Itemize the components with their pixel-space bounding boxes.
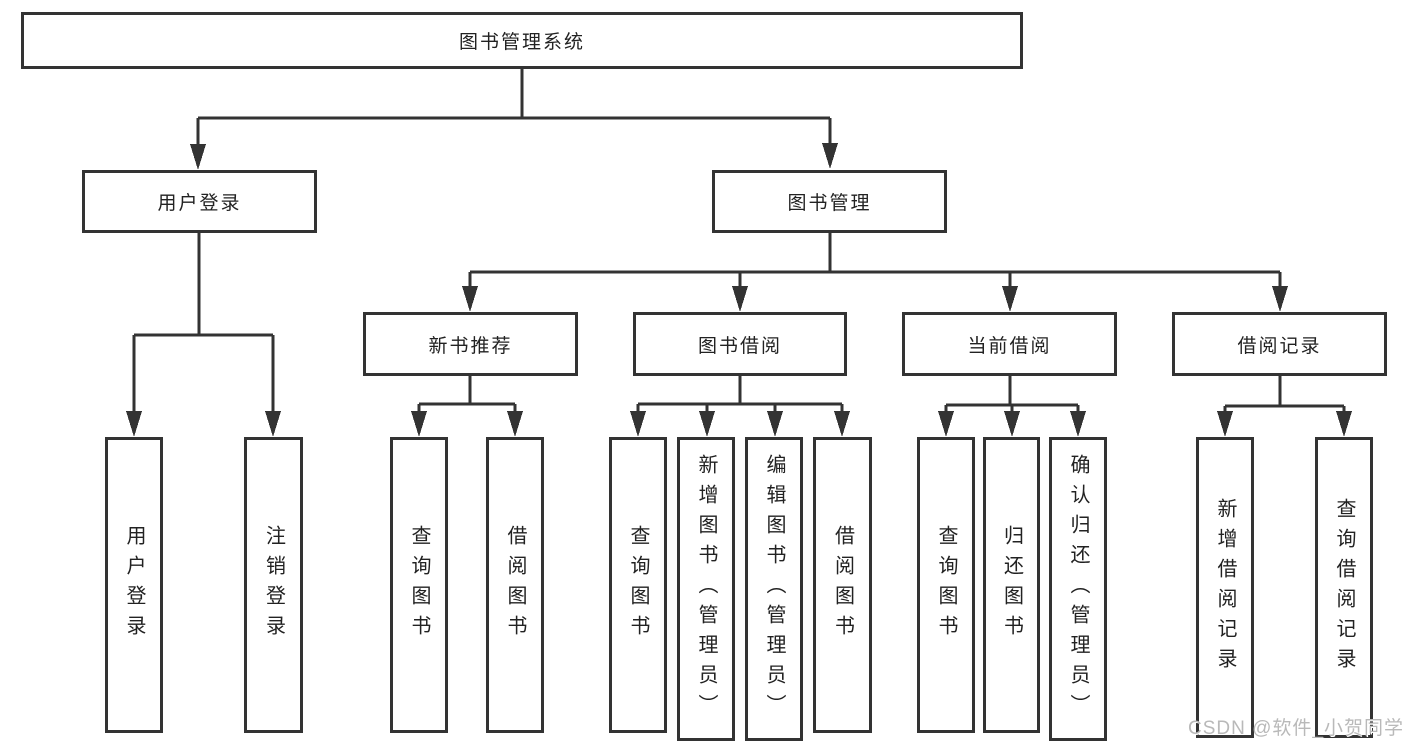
node-label: 编辑图书（管理员） [763, 454, 785, 724]
node-label: 图书借阅 [697, 335, 782, 357]
node-label: 确认归还（管理员） [1067, 454, 1089, 724]
connector-borrow-records [1217, 376, 1352, 437]
leaf-query-borrow-record: 查询借阅记录 [1315, 437, 1373, 738]
connector-book-borrow [630, 376, 850, 437]
connector-new-book-recommend [411, 376, 523, 437]
node-label: 借阅记录 [1237, 335, 1322, 357]
node-label: 图书管理 [787, 193, 872, 214]
leaf-borrow-book-2: 借阅图书 [813, 437, 872, 733]
node-label: 归还图书 [1000, 525, 1023, 645]
node-label: 查询借阅记录 [1333, 497, 1355, 678]
leaf-query-book-2: 查询图书 [609, 437, 667, 733]
leaf-confirm-return-admin: 确认归还（管理员） [1049, 437, 1107, 741]
node-borrow-records: 借阅记录 [1172, 312, 1387, 376]
node-label: 新书推荐 [428, 335, 513, 357]
connector-user-login [126, 233, 281, 437]
leaf-return-book: 归还图书 [983, 437, 1040, 733]
node-book-borrow: 图书借阅 [633, 312, 847, 376]
leaf-add-book-admin: 新增图书（管理员） [677, 437, 735, 741]
leaf-query-book-1: 查询图书 [390, 437, 448, 733]
node-label: 借阅图书 [831, 525, 854, 645]
node-current-borrow: 当前借阅 [902, 312, 1117, 376]
connector-root [190, 69, 838, 170]
node-user-login-branch: 用户登录 [82, 170, 317, 233]
node-label: 注销登录 [262, 525, 285, 645]
connector-current-borrow [938, 376, 1086, 437]
node-label: 查询图书 [408, 525, 430, 645]
leaf-logout: 注销登录 [244, 437, 303, 733]
node-label: 新增借阅记录 [1214, 497, 1236, 678]
leaf-add-borrow-record: 新增借阅记录 [1196, 437, 1254, 738]
node-label: 当前借阅 [967, 335, 1052, 357]
node-root: 图书管理系统 [21, 12, 1023, 69]
node-label: 用户登录 [123, 525, 145, 645]
watermark-text: CSDN @软件_小贺同学 [1188, 718, 1404, 739]
node-label: 图书管理系统 [458, 32, 585, 53]
leaf-user-login: 用户登录 [105, 437, 163, 733]
node-label: 借阅图书 [504, 525, 526, 645]
leaf-query-book-3: 查询图书 [917, 437, 975, 733]
node-label: 新增图书（管理员） [695, 454, 717, 724]
leaf-borrow-book-1: 借阅图书 [486, 437, 544, 733]
node-label: 用户登录 [157, 193, 242, 214]
node-new-book-recommend: 新书推荐 [363, 312, 578, 376]
node-book-management: 图书管理 [712, 170, 947, 233]
node-label: 查询图书 [935, 525, 957, 645]
connector-book-management [462, 233, 1288, 312]
leaf-edit-book-admin: 编辑图书（管理员） [745, 437, 803, 741]
node-label: 查询图书 [627, 525, 649, 645]
